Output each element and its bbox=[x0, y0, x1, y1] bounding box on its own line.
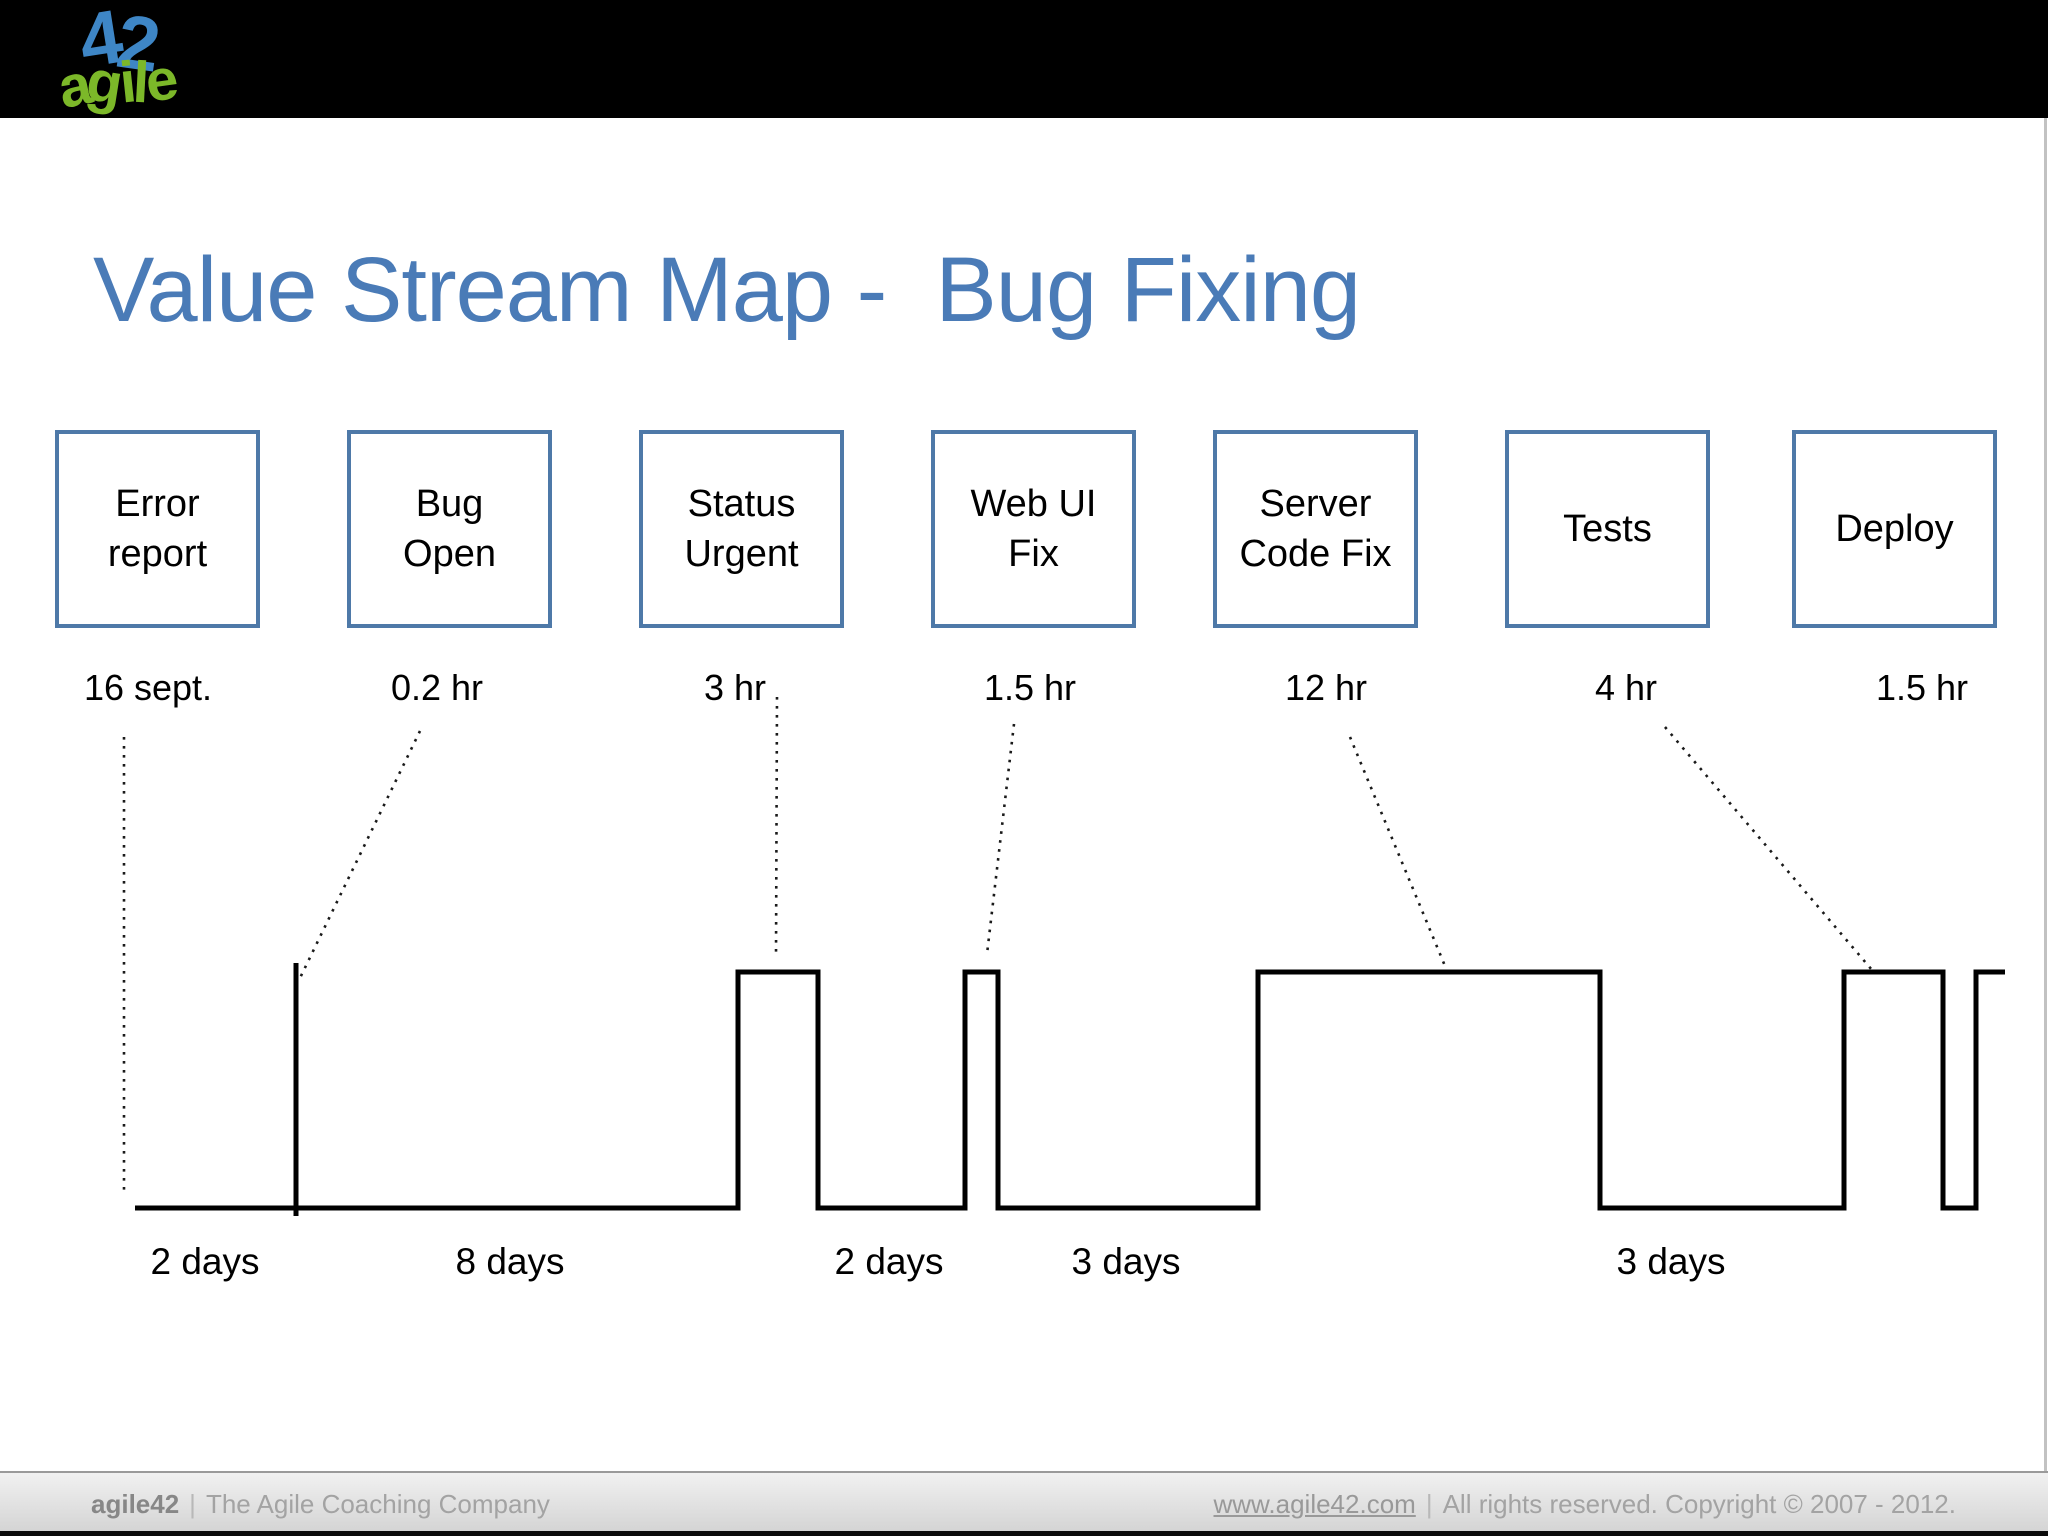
process-box-label: Tests bbox=[1563, 507, 1652, 550]
process-box-label: Web UI Fix bbox=[970, 482, 1097, 575]
logo-letter: e bbox=[141, 46, 180, 115]
wait-label-3: 2 days bbox=[834, 1241, 944, 1282]
step-duration-error-report: 16 sept. bbox=[83, 667, 213, 708]
dotted-connector-0-2-hr bbox=[298, 730, 422, 979]
footer-bar: agile42 | The Agile Coaching Company www.a… bbox=[0, 1471, 2048, 1536]
wait-label-5: 3 days bbox=[1616, 1241, 1726, 1282]
logo-word: agile bbox=[52, 46, 179, 121]
footer-company-name: The Agile Coaching Company bbox=[205, 1489, 550, 1519]
process-box-error-report: Error report bbox=[55, 430, 260, 628]
process-box-label: Server Code Fix bbox=[1239, 482, 1392, 575]
process-box-bug-open: Bug Open bbox=[347, 430, 552, 628]
dotted-connector-12-hr bbox=[1348, 736, 1447, 967]
step-duration-web-ui-fix: 1.5 hr bbox=[983, 667, 1077, 708]
footer-brand: agile42 bbox=[91, 1489, 180, 1519]
timeline-step-line bbox=[135, 969, 2005, 1211]
wait-label-1: 2 days bbox=[150, 1241, 260, 1282]
process-box-server-code-fix: Server Code Fix bbox=[1213, 430, 1418, 628]
dotted-connector-4-hr bbox=[1664, 726, 1873, 971]
footer-copyright-line: www.agile42.com | All rights reserved. Cop… bbox=[1214, 1489, 1957, 1520]
process-box-label: Deploy bbox=[1835, 507, 1954, 550]
wait-label-4: 3 days bbox=[1071, 1241, 1181, 1282]
step-duration-bug-open: 0.2 hr bbox=[390, 667, 484, 708]
process-box-label: Bug Open bbox=[403, 482, 496, 575]
footer-rights-text: All rights reserved. Copyright © 2007 - … bbox=[1442, 1489, 1956, 1519]
step-duration-deploy: 1.5 hr bbox=[1875, 667, 1969, 708]
footer-website-link[interactable]: www.agile42.com bbox=[1213, 1489, 1416, 1519]
agile42-logo: 42 agile bbox=[52, 0, 179, 121]
process-box-label: Status Urgent bbox=[684, 482, 799, 575]
process-box-label: Error report bbox=[107, 482, 208, 575]
footer-right-separator: | bbox=[1425, 1489, 1433, 1519]
process-box-tests: Tests bbox=[1505, 430, 1710, 628]
dotted-connector-1-5-hr bbox=[985, 723, 1016, 955]
footer-left-separator: | bbox=[189, 1489, 196, 1519]
process-box-status-urgent: Status Urgent bbox=[639, 430, 844, 628]
step-duration-status-urgent: 3 hr bbox=[703, 667, 767, 708]
footer-company-line: agile42 | The Agile Coaching Company bbox=[91, 1489, 550, 1520]
top-black-bar bbox=[0, 0, 2048, 118]
process-box-web-ui-fix: Web UI Fix bbox=[931, 430, 1136, 628]
wait-label-2: 8 days bbox=[455, 1241, 565, 1282]
step-duration-tests: 4 hr bbox=[1594, 667, 1658, 708]
process-box-deploy: Deploy bbox=[1792, 430, 1997, 628]
step-duration-server-code-fix: 12 hr bbox=[1284, 667, 1368, 708]
dotted-connector-3-hr bbox=[774, 696, 779, 958]
page-title: Value Stream Map - Bug Fixing bbox=[93, 239, 1361, 341]
slide-right-edge bbox=[2044, 118, 2047, 1471]
